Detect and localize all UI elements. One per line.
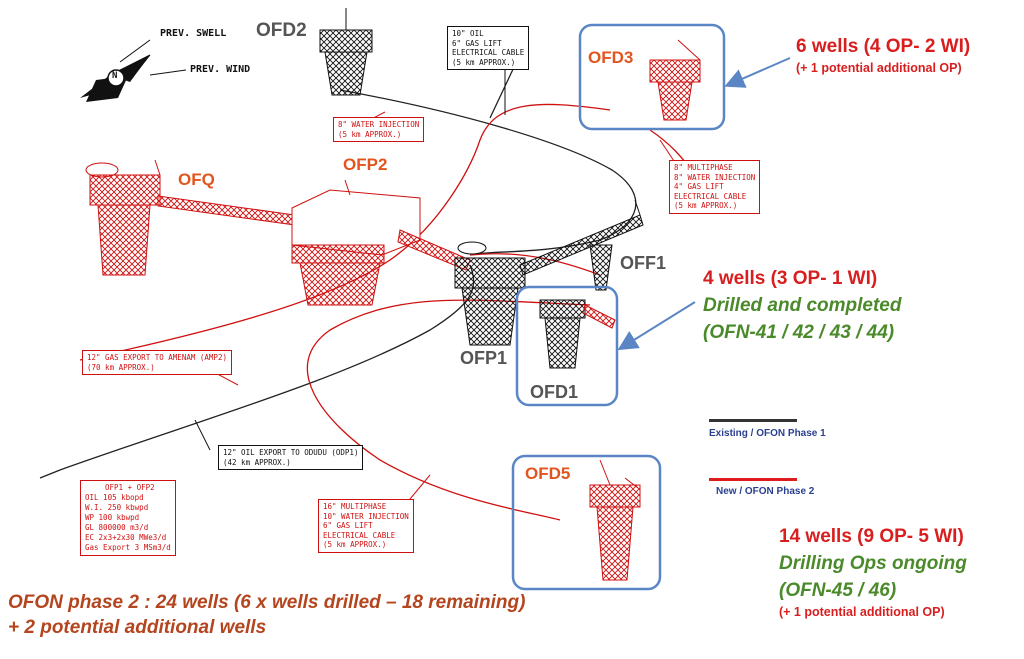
pipeline-line: 6" GAS LIFT	[323, 521, 373, 531]
capacity-row: WP 100 kbwpd	[85, 513, 140, 522]
pipeline-line: (70 km APPROX.)	[87, 362, 155, 372]
capacity-row: W.I. 250 kbwpd	[85, 503, 149, 512]
ofd5-structure	[589, 459, 641, 581]
ofp2-label: OFP2	[343, 155, 388, 174]
ofd5-pipeline-box: 16" MULTIPHASE 10" WATER INJECTION 6" GA…	[318, 499, 414, 553]
pipeline-line: 12" OIL EXPORT TO ODUDU (ODP1)	[223, 448, 359, 457]
ofp1-structure	[454, 241, 526, 346]
pipeline-line: 8" WATER INJECTION	[674, 172, 756, 182]
compass-rose	[80, 39, 187, 102]
capacity-box: OFP1 + OFP2 OIL 105 kbopd W.I. 250 kbwpd…	[80, 480, 176, 556]
ofq-ofp2-bridge	[157, 195, 296, 226]
pipeline-line: 6" GAS LIFT	[452, 38, 502, 48]
ofq-label: OFQ	[178, 170, 215, 189]
pipeline-line: ELECTRICAL CABLE	[452, 48, 525, 58]
ofd1-ids-text: (OFN-41 / 42 / 43 / 44)	[703, 322, 895, 343]
ofd1-callout-arrow	[617, 301, 696, 351]
ofd3-pipeline-box: 8" MULTIPHASE 8" WATER INJECTION 4" GAS …	[669, 160, 761, 214]
pipeline-line: 10" WATER INJECTION	[323, 511, 409, 521]
pipeline-line: (5 km APPROX.)	[323, 540, 387, 550]
pipeline-line: (5 km APPROX.)	[338, 129, 402, 139]
pipeline-line: 8" WATER INJECTION	[338, 120, 420, 129]
ofd5-label: OFD5	[525, 464, 571, 483]
capacity-row: EC 2x3+2x30 MWe3/d	[85, 533, 167, 542]
ofd5-status-text: Drilling Ops ongoing	[779, 553, 967, 574]
ofd1-highlight-frame	[515, 285, 619, 407]
ofd1-structure	[539, 299, 616, 369]
ofd5-ids-text: (OFN-45 / 46)	[779, 580, 897, 601]
ofd2-label: OFD2	[256, 20, 307, 41]
capacity-row: Gas Export 3 MSm3/d	[85, 543, 171, 552]
ofd3-callout-arrow	[724, 57, 791, 88]
summary-line-1: OFON phase 2 : 24 wells (6 x wells drill…	[8, 592, 526, 613]
legend-existing-line	[709, 419, 797, 422]
legend-existing-text: Existing / OFON Phase 1	[709, 428, 826, 439]
ofd3-wells-text: 6 wells (4 OP- 2 WI)	[796, 36, 971, 57]
ofd2-structure	[319, 8, 373, 96]
ofd5-wells-text: 14 wells (9 OP- 5 WI)	[779, 526, 964, 547]
off1-structure	[519, 199, 644, 291]
pipeline-line: (5 km APPROX.)	[452, 57, 516, 67]
north-label: N	[112, 71, 118, 81]
ofd3-structure	[649, 39, 701, 121]
ofd3-note-text: (+ 1 potential additional OP)	[796, 61, 962, 75]
ofp1-label: OFP1	[460, 348, 508, 368]
pipeline-line: 16" MULTIPHASE	[323, 502, 387, 511]
capacity-row: GL 800000 m3/d	[85, 523, 149, 532]
off1-label: OFF1	[620, 253, 667, 273]
oil-export-box: 12" OIL EXPORT TO ODUDU (ODP1) (42 km AP…	[218, 445, 364, 471]
pipeline-line: (5 km APPROX.)	[674, 201, 738, 211]
prev-wind-label: PREV. WIND	[190, 64, 251, 75]
ofd5-note-text: (+ 1 potential additional OP)	[779, 605, 945, 619]
capacity-title: OFP1 + OFP2	[105, 483, 155, 492]
gas-export-box: 12" GAS EXPORT TO AMENAM (AMP2) (70 km A…	[82, 350, 232, 376]
pipeline-line: 8" MULTIPHASE	[674, 163, 733, 172]
ofd1-wells-text: 4 wells (3 OP- 1 WI)	[703, 268, 878, 289]
prev-swell-label: PREV. SWELL	[160, 28, 227, 39]
pipeline-line: 4" GAS LIFT	[674, 182, 724, 192]
legend-new-text: New / OFON Phase 2	[716, 486, 815, 497]
pipeline-line: ELECTRICAL CABLE	[323, 530, 396, 540]
ofp2-structure	[291, 179, 421, 306]
pipeline-line: (42 km APPROX.)	[223, 457, 291, 467]
ofq-structure	[85, 159, 161, 276]
ofd3-highlight-frame	[578, 23, 726, 131]
water-injection-box: 8" WATER INJECTION (5 km APPROX.)	[333, 117, 425, 143]
ofd1-label: OFD1	[530, 382, 579, 402]
ofd5-highlight-frame	[511, 454, 662, 591]
pipeline-line: 10" OIL	[452, 29, 484, 38]
legend-new-line	[709, 478, 797, 481]
capacity-row: OIL 105 kbopd	[85, 493, 144, 502]
ofd2-pipeline-box: 10" OIL 6" GAS LIFT ELECTRICAL CABLE (5 …	[447, 26, 530, 71]
pipeline-line: 12" GAS EXPORT TO AMENAM (AMP2)	[87, 353, 227, 362]
ofd1-status-text: Drilled and completed	[703, 295, 902, 316]
summary-line-2: + 2 potential additional wells	[8, 617, 267, 638]
ofd3-label: OFD3	[588, 48, 634, 67]
pipeline-line: ELECTRICAL CABLE	[674, 191, 747, 201]
